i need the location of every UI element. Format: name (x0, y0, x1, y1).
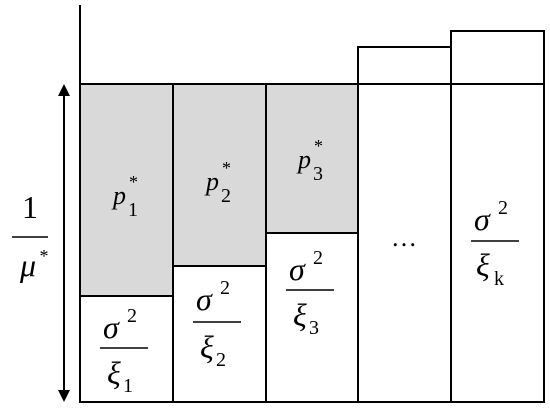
svg-text:1: 1 (123, 375, 133, 397)
height-label-numerator: 1 (22, 189, 38, 225)
svg-text:k: k (494, 268, 504, 290)
column-4-ellipsis: … (391, 223, 417, 252)
svg-text:2: 2 (220, 277, 230, 299)
column-k-box (450, 30, 545, 403)
svg-text:1: 1 (128, 199, 138, 221)
column-1: p 1 * σ 2 ξ 1 (79, 83, 174, 403)
column-4-box (357, 46, 452, 403)
column-1-top-label: p 1 * (111, 172, 138, 221)
column-2: p 2 * σ 2 ξ 2 (172, 83, 267, 403)
column-2-top (172, 83, 267, 267)
svg-text:3: 3 (309, 317, 319, 339)
svg-text:σ: σ (196, 281, 213, 317)
svg-text:p: p (296, 145, 311, 174)
column-3-bottom (265, 232, 359, 403)
svg-text:σ: σ (474, 201, 491, 237)
column-3-top-label: p 3 * (296, 136, 323, 185)
column-1-top (79, 83, 174, 297)
column-3-bottom-label: σ 2 ξ 3 (286, 247, 334, 339)
svg-text:ξ: ξ (200, 329, 214, 365)
svg-text:p: p (204, 167, 219, 196)
svg-text:2: 2 (498, 197, 508, 219)
svg-text:3: 3 (313, 163, 323, 185)
height-label-mu: μ (19, 247, 36, 283)
column-3: p 3 * σ 2 ξ 3 (265, 83, 359, 403)
height-label-star: * (40, 246, 49, 266)
svg-text:σ: σ (289, 251, 306, 287)
column-2-bottom-label: σ 2 ξ 2 (193, 277, 241, 371)
column-4: … (357, 46, 452, 403)
svg-text:*: * (129, 172, 138, 192)
svg-text:2: 2 (216, 349, 226, 371)
svg-text:ξ: ξ (293, 297, 307, 333)
column-1-bottom-label: σ 2 ξ 1 (100, 305, 148, 397)
svg-text:p: p (111, 181, 126, 210)
svg-text:2: 2 (127, 305, 137, 327)
column-k: σ 2 ξ k (450, 30, 545, 403)
svg-text:2: 2 (221, 185, 231, 207)
column-1-bottom (79, 295, 174, 403)
svg-text:2: 2 (313, 247, 323, 269)
svg-text:σ: σ (103, 309, 120, 345)
svg-text:*: * (222, 158, 231, 178)
column-k-label: σ 2 ξ k (471, 197, 519, 290)
svg-text:ξ: ξ (107, 355, 121, 391)
column-2-top-label: p 2 * (204, 158, 231, 207)
column-3-top (265, 83, 359, 234)
svg-text:*: * (314, 136, 323, 156)
height-label: 1 μ * (12, 189, 49, 283)
svg-text:ξ: ξ (476, 247, 490, 283)
